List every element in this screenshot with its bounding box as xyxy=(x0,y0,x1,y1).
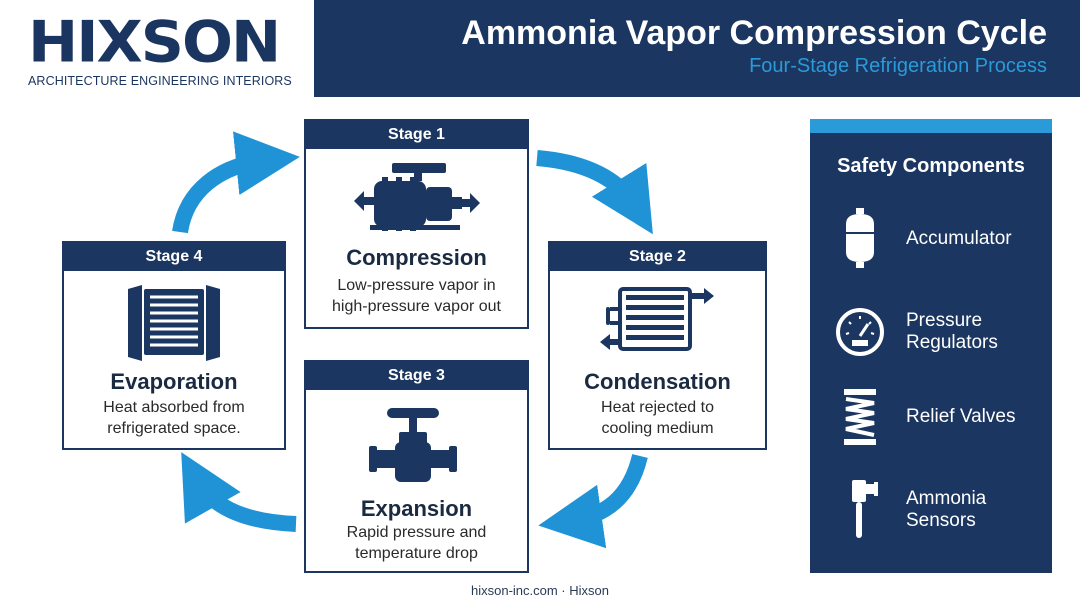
stage-label: Stage 4 xyxy=(64,243,284,271)
safety-item-accumulator: Accumulator xyxy=(810,208,1052,268)
stage-title: Evaporation xyxy=(110,369,238,394)
stage-desc-line2: refrigerated space. xyxy=(107,420,241,437)
evaporator-icon xyxy=(128,285,220,361)
safety-item-pressure-regulators: Pressure Regulators xyxy=(810,302,1052,362)
stage-card-expansion: Stage 3 Expansion Rapid pressure and tem… xyxy=(304,360,529,573)
stage-desc-line2: temperature drop xyxy=(355,545,478,562)
stage-desc-line1: Low-pressure vapor in xyxy=(337,277,496,294)
spring-valve-icon xyxy=(844,389,876,445)
stage-card-compression: Stage 1 Compression Low-pressure vapor i… xyxy=(304,119,529,329)
panel-title: Safety Components xyxy=(837,155,1025,177)
stage-label: Stage 1 xyxy=(306,121,527,149)
stage-card-evaporation: Stage 4 Evaporation Heat absorbed from r… xyxy=(62,241,286,450)
accumulator-tank-icon xyxy=(846,208,874,268)
footer-credit: hixson-inc.com · Hixson xyxy=(471,583,609,598)
hixson-logo: HIXSON ARCHITECTURE ENGINEERING INTERIOR… xyxy=(28,14,298,88)
stage-desc-line1: Rapid pressure and xyxy=(346,524,487,541)
expansion-valve-icon xyxy=(368,408,457,482)
safety-label: Ammonia Sensors xyxy=(906,488,987,531)
sensor-probe-icon xyxy=(852,480,878,538)
safety-label: Relief Valves xyxy=(906,406,1016,427)
stage-title: Expansion xyxy=(360,496,473,521)
safety-item-ammonia-sensors: Ammonia Sensors xyxy=(810,480,1052,540)
compressor-icon xyxy=(353,163,480,231)
panel-accent-bar xyxy=(810,119,1052,133)
stage-label: Stage 2 xyxy=(550,243,765,271)
stage-label: Stage 3 xyxy=(306,362,527,390)
pressure-gauge-icon xyxy=(836,308,884,356)
stage-title: Condensation xyxy=(584,369,731,394)
title-banner: Ammonia Vapor Compression Cycle Four-Sta… xyxy=(314,0,1080,97)
page-subtitle: Four-Stage Refrigeration Process xyxy=(749,55,1047,77)
safety-label: Pressure Regulators xyxy=(906,310,998,353)
arrow-compression-to-condensation xyxy=(536,150,653,235)
stage-desc-line1: Heat absorbed from xyxy=(103,399,245,416)
stage-desc-line2: high-pressure vapor out xyxy=(332,298,501,315)
arrow-expansion-to-evaporation xyxy=(181,452,297,532)
arrow-evaporation-to-compression xyxy=(172,131,300,234)
logo-tagline: ARCHITECTURE ENGINEERING INTERIORS xyxy=(28,74,292,88)
condenser-coil-icon xyxy=(599,287,714,351)
logo-wordmark: HIXSON xyxy=(28,9,281,76)
safety-label: Accumulator xyxy=(906,228,1012,249)
safety-item-relief-valves: Relief Valves xyxy=(810,387,1052,447)
page-title: Ammonia Vapor Compression Cycle xyxy=(461,14,1047,52)
stage-desc-line2: cooling medium xyxy=(601,420,714,437)
arrow-condensation-to-expansion xyxy=(538,453,648,549)
stage-card-condensation: Stage 2 Condensation Heat rejected to co… xyxy=(548,241,767,450)
stage-desc-line1: Heat rejected to xyxy=(601,399,714,416)
stage-title: Compression xyxy=(346,245,487,270)
safety-components-panel: Safety Components Accumulator Pre xyxy=(810,119,1052,573)
